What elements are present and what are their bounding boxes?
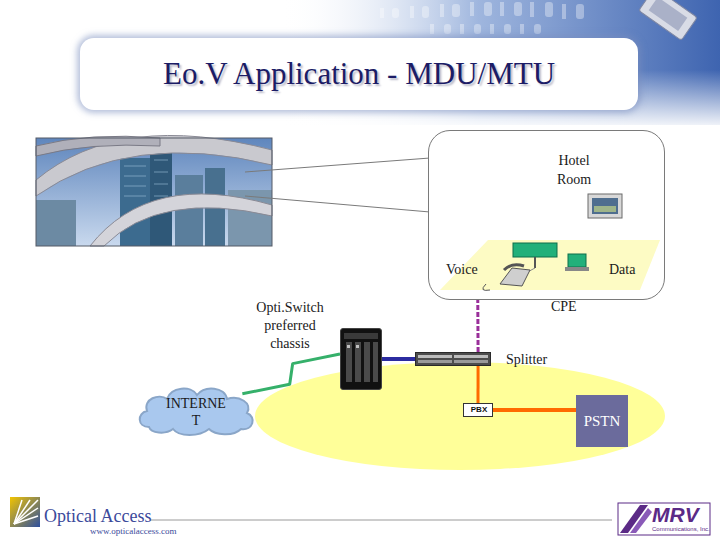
splitter-box: Splitter xyxy=(415,352,491,366)
leader-line xyxy=(245,158,430,172)
optical-access-logo xyxy=(10,497,40,527)
cpe-label: CPE xyxy=(551,299,577,315)
voice-link xyxy=(477,366,480,403)
phone-icon xyxy=(483,265,530,291)
chassis-detail xyxy=(344,333,378,382)
node-text: Hotel Room xyxy=(547,151,601,189)
desk-surface xyxy=(440,240,660,290)
node-text: Splitter xyxy=(506,351,547,369)
mrv-logo xyxy=(618,503,710,535)
node-text: PSTN xyxy=(576,395,628,447)
footer-rule xyxy=(150,520,612,521)
chip-icon xyxy=(639,0,698,40)
site-ellipse xyxy=(255,362,665,470)
tv-icon xyxy=(588,194,622,218)
node-text: PBX xyxy=(464,404,494,416)
internet-cloud: INTERNE T xyxy=(135,383,257,437)
fiber-link xyxy=(382,357,415,361)
company-name: Optical Access xyxy=(44,506,151,527)
node-text: Opti.Switch preferred chassis xyxy=(244,299,336,353)
cloud-shape xyxy=(140,389,253,435)
slide-title: Eo.V Application - MDU/MTU xyxy=(163,56,555,92)
splitter-detail xyxy=(418,355,488,363)
logo-subtext: Communications, Inc. xyxy=(652,526,710,532)
switch-chassis: Opti.Switch preferred chassis xyxy=(340,328,382,390)
pstn-link xyxy=(493,408,576,412)
wireless-link xyxy=(242,354,340,394)
logo-text: MRV xyxy=(652,503,699,527)
leader-line xyxy=(245,196,430,212)
cpe-link xyxy=(476,300,479,352)
web-address: www.opticalaccess.com xyxy=(90,526,176,536)
voice-label: Voice xyxy=(446,262,478,278)
building-photo xyxy=(36,135,272,246)
data-label: Data xyxy=(609,262,635,278)
node-text: INTERNE T xyxy=(164,395,228,429)
computer-icon xyxy=(513,243,589,276)
binary-pattern xyxy=(380,2,584,34)
pstn-box: PSTN xyxy=(576,395,628,447)
title-box: Eo.V Application - MDU/MTU xyxy=(80,38,638,110)
pbx-box: PBX xyxy=(463,403,493,417)
